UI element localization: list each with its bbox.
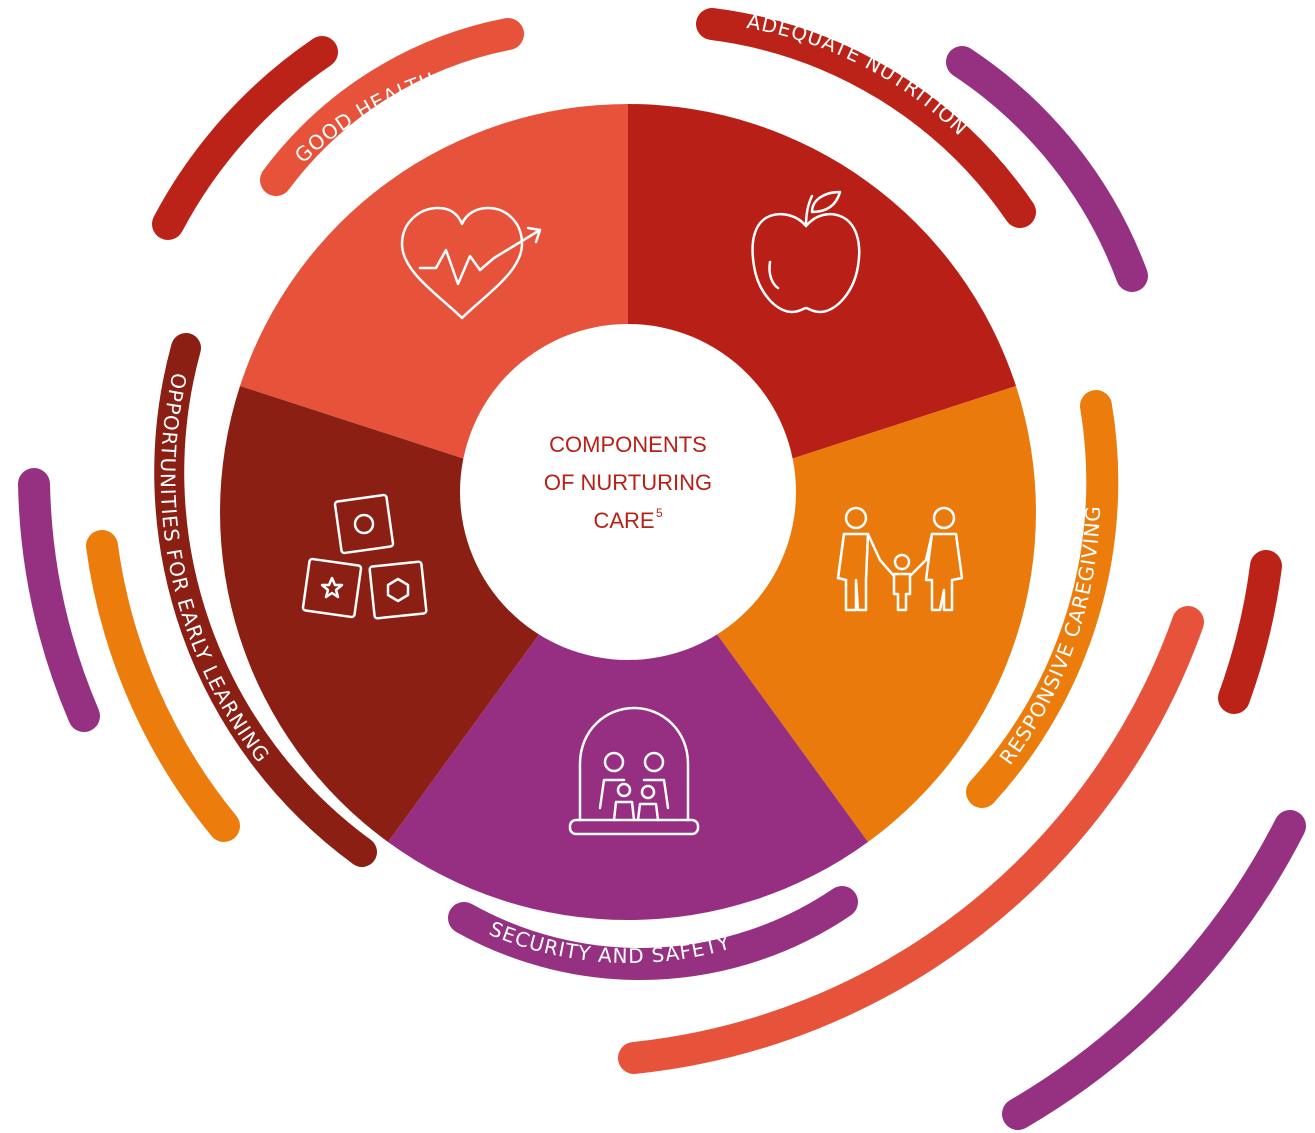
deco-arc-orange-right bbox=[966, 390, 1119, 808]
apple-icon bbox=[751, 190, 861, 314]
center-title-line-2: OF NURTURING bbox=[544, 470, 712, 495]
segment-security-and-safety bbox=[388, 512, 868, 921]
deco-arc-darkred-left bbox=[154, 333, 377, 867]
deco-arc-purple-bottom bbox=[448, 886, 858, 980]
family-icon bbox=[836, 506, 964, 612]
deco-arc-purple-topright bbox=[946, 46, 1148, 292]
deco-arc-coral-topleft bbox=[260, 18, 524, 196]
heart-pulse-icon bbox=[400, 206, 542, 320]
deco-arc-coral-bottomright bbox=[618, 606, 1204, 1074]
center-title-line-1: COMPONENTS bbox=[549, 432, 707, 457]
components-wheel bbox=[220, 104, 1036, 921]
deco-arc-red-right bbox=[1218, 550, 1282, 714]
deco-arc-red-topleft bbox=[152, 36, 338, 240]
center-circle bbox=[460, 324, 796, 660]
deco-arc-purple-bottomright bbox=[1002, 810, 1306, 1130]
deco-arc-orange-left bbox=[86, 530, 240, 842]
center-label: COMPONENTS OF NURTURING CARE 5 bbox=[544, 432, 712, 533]
protected-family-icon bbox=[568, 706, 700, 836]
center-footnote: 5 bbox=[656, 506, 663, 520]
deco-arc-red-top bbox=[696, 8, 1036, 228]
decorative-arcs bbox=[18, 8, 1306, 1130]
toy-blocks-icon bbox=[301, 493, 428, 620]
deco-arc-purple-left bbox=[18, 468, 100, 732]
center-title-line-3: CARE bbox=[593, 508, 654, 533]
